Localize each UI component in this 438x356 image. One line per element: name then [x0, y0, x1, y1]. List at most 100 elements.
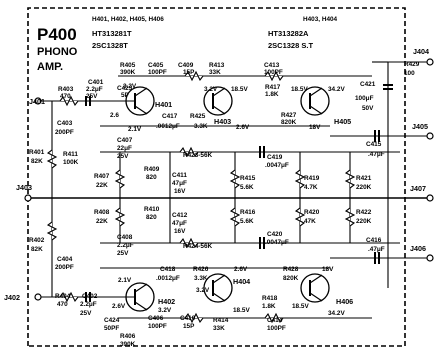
r410-label: R410	[144, 206, 160, 213]
r402-label: R402	[29, 237, 45, 244]
h402-label: H402	[158, 297, 175, 306]
r419-value: 4.7K	[304, 184, 318, 191]
header-left-part-2: 2SC1328T	[92, 41, 128, 50]
r419-label: R419	[304, 175, 320, 182]
c417-label: C417	[162, 113, 178, 120]
c401-value-1: 2.2μF	[86, 86, 103, 93]
r408-value: 22K	[96, 218, 108, 225]
c414-value: 100PF	[267, 325, 286, 332]
c419-value: .0047μF	[265, 162, 289, 169]
r413-value: 33K	[209, 69, 221, 76]
v-h403-e: 2.6V	[236, 124, 250, 131]
r413-label: R413	[209, 62, 225, 69]
transistor-h403: H403	[203, 86, 233, 126]
r403-label: R403	[58, 86, 74, 93]
c421-value-2: 50V	[362, 105, 374, 112]
header-right-part-1: HT313282A	[268, 29, 309, 38]
h401-label: H401	[155, 100, 172, 109]
c407-label: C407	[117, 137, 133, 144]
v-h406-c: 34.2V	[328, 310, 345, 317]
c401-value-2: 25V	[86, 93, 98, 100]
c417-value: .0012μF	[156, 123, 180, 130]
v-h401-e2: 2.1V	[128, 126, 142, 133]
transistor-h401: H401	[118, 86, 172, 116]
c415-value: .47μF	[368, 151, 385, 158]
c402-label: C402	[82, 293, 98, 300]
r402-value: 82K	[31, 246, 43, 253]
c421-value-1: 100μF	[355, 95, 374, 102]
labels-top: R405 390K C405 100PF C409 15P R413 33K C…	[29, 61, 420, 195]
c424-value: 50PF	[104, 325, 119, 332]
c401-label: C401	[88, 79, 104, 86]
r401-label: R401	[29, 149, 45, 156]
c415-label: C415	[366, 141, 382, 148]
c406-label: C406	[148, 315, 164, 322]
c416-label: C416	[366, 237, 382, 244]
svg-text:J402: J402	[4, 293, 20, 302]
transistor-h405: H405	[300, 86, 351, 126]
v-h405-c: 34.2V	[328, 86, 345, 93]
c410-value: 15P	[183, 323, 195, 330]
transistor-h404: H404	[203, 273, 250, 303]
r406-label: R406	[120, 333, 136, 340]
svg-text:J404: J404	[413, 47, 429, 56]
v-h401-e: 2.6	[110, 112, 119, 119]
r407-label: R407	[94, 173, 110, 180]
title-amp: AMP.	[37, 61, 63, 73]
c420-label: C420	[267, 231, 283, 238]
c403-label: C403	[57, 120, 73, 127]
r423-label: R423-56K	[183, 152, 213, 159]
c406-value: 100PF	[148, 323, 167, 330]
r417-value: 1.8K	[265, 91, 279, 98]
svg-text:J407: J407	[410, 184, 426, 193]
r426-value: 3.3K	[194, 275, 208, 282]
v-h403-c: 18.5V	[231, 86, 248, 93]
r404-label: R404	[55, 293, 71, 300]
c407-value-1: 22μF	[117, 145, 132, 152]
r427-label: R427	[281, 112, 297, 119]
r425-label: R425	[190, 113, 206, 120]
c418-value: .0012μF	[156, 275, 180, 282]
c407-value-2: 25V	[117, 153, 129, 160]
r418-label: R418	[262, 295, 278, 302]
transistor-h406: H406	[300, 273, 353, 306]
r418-value: 1.8K	[262, 303, 276, 310]
r415-value: 5.6K	[240, 184, 254, 191]
transistor-h402: H402	[118, 282, 175, 312]
jack-j402: J402	[4, 293, 42, 302]
r414-label: R414	[213, 317, 229, 324]
title-phono: PHONO	[37, 46, 78, 58]
c413-value: 100PF	[264, 69, 283, 76]
v-h404-c: 2.6V	[234, 266, 248, 273]
c408-value-1: 2.2μF	[117, 242, 134, 249]
svg-text:J405: J405	[412, 122, 428, 131]
c412-value-2: 16V	[174, 228, 186, 235]
h404-label: H404	[233, 277, 250, 286]
c424-label: C424	[104, 317, 120, 324]
v-h406-b: 18.5V	[292, 303, 309, 310]
v-h402-b: 2.1V	[118, 277, 132, 284]
r424-label: R424-56K	[183, 243, 213, 250]
c412-label: C412	[172, 212, 188, 219]
c409-value: 15P	[183, 69, 195, 76]
r406-value: 390K	[120, 341, 136, 348]
v-h402-c: 3.2V	[158, 307, 172, 314]
svg-text:J406: J406	[410, 244, 426, 253]
r405-value: 390K	[120, 69, 136, 76]
c411-value-1: 47μF	[172, 180, 187, 187]
labels-bottom: R408 22K R410 820 C412 47μF 16V R416 5.6…	[29, 206, 385, 348]
c420-value: .0047μF	[265, 239, 289, 246]
r416-label: R416	[240, 209, 256, 216]
r417-label: R417	[265, 84, 281, 91]
v-h406-e: 18V	[322, 266, 334, 273]
c413-label: C413	[264, 62, 280, 69]
r429-value: 100	[404, 70, 415, 77]
h406-label: H406	[336, 297, 353, 306]
resistor-symbols	[46, 70, 356, 324]
title-p400: P400	[37, 25, 77, 44]
c402-value-1: 2.2μF	[80, 301, 97, 308]
r428-value: 820K	[283, 275, 299, 282]
c412-value-1: 47μF	[172, 220, 187, 227]
c416-value: .47μF	[368, 246, 385, 253]
v-h405-b: 18.5V	[291, 86, 308, 93]
